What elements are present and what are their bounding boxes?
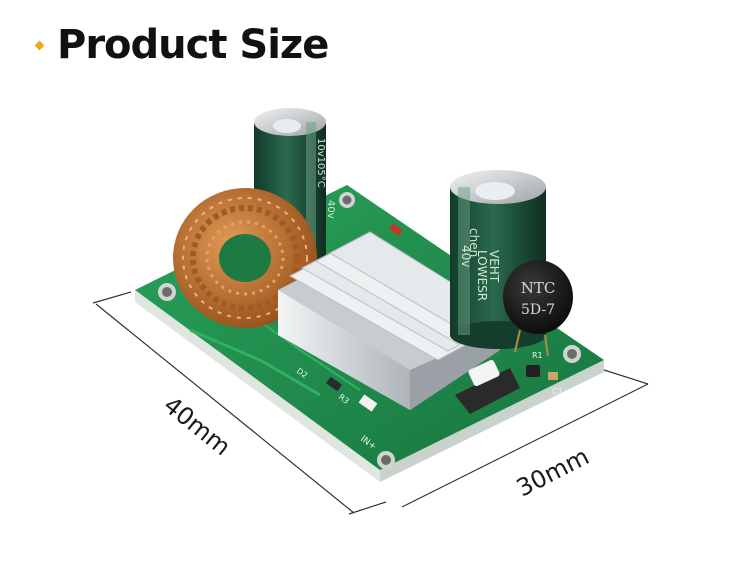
width-label: 30mm: [512, 442, 594, 502]
heatsink: [278, 231, 501, 410]
capacitor-left-text-1: 10v105°C: [315, 138, 326, 188]
capacitor-right-text-3: 40v: [459, 245, 473, 267]
ntc-thermistor: NTC 5D-7: [503, 260, 573, 357]
ntc-line-1: NTC: [521, 279, 556, 297]
header: Product Size: [34, 22, 329, 68]
ntc-line-2: 5D-7: [521, 302, 555, 318]
capacitor-right-brand: chen: [467, 228, 481, 257]
regulator-chip: [455, 368, 520, 414]
page-title: Product Size: [57, 22, 329, 68]
capacitor-right-text-1: VEHT: [487, 250, 501, 283]
capacitor-left-text-2: 40v: [325, 200, 336, 219]
silk-r1-label: R1: [532, 351, 543, 360]
capacitor-right-text-2: LOWESR: [475, 250, 489, 301]
length-label: 40mm: [158, 391, 236, 461]
silk-c1-label: C1: [552, 387, 563, 396]
